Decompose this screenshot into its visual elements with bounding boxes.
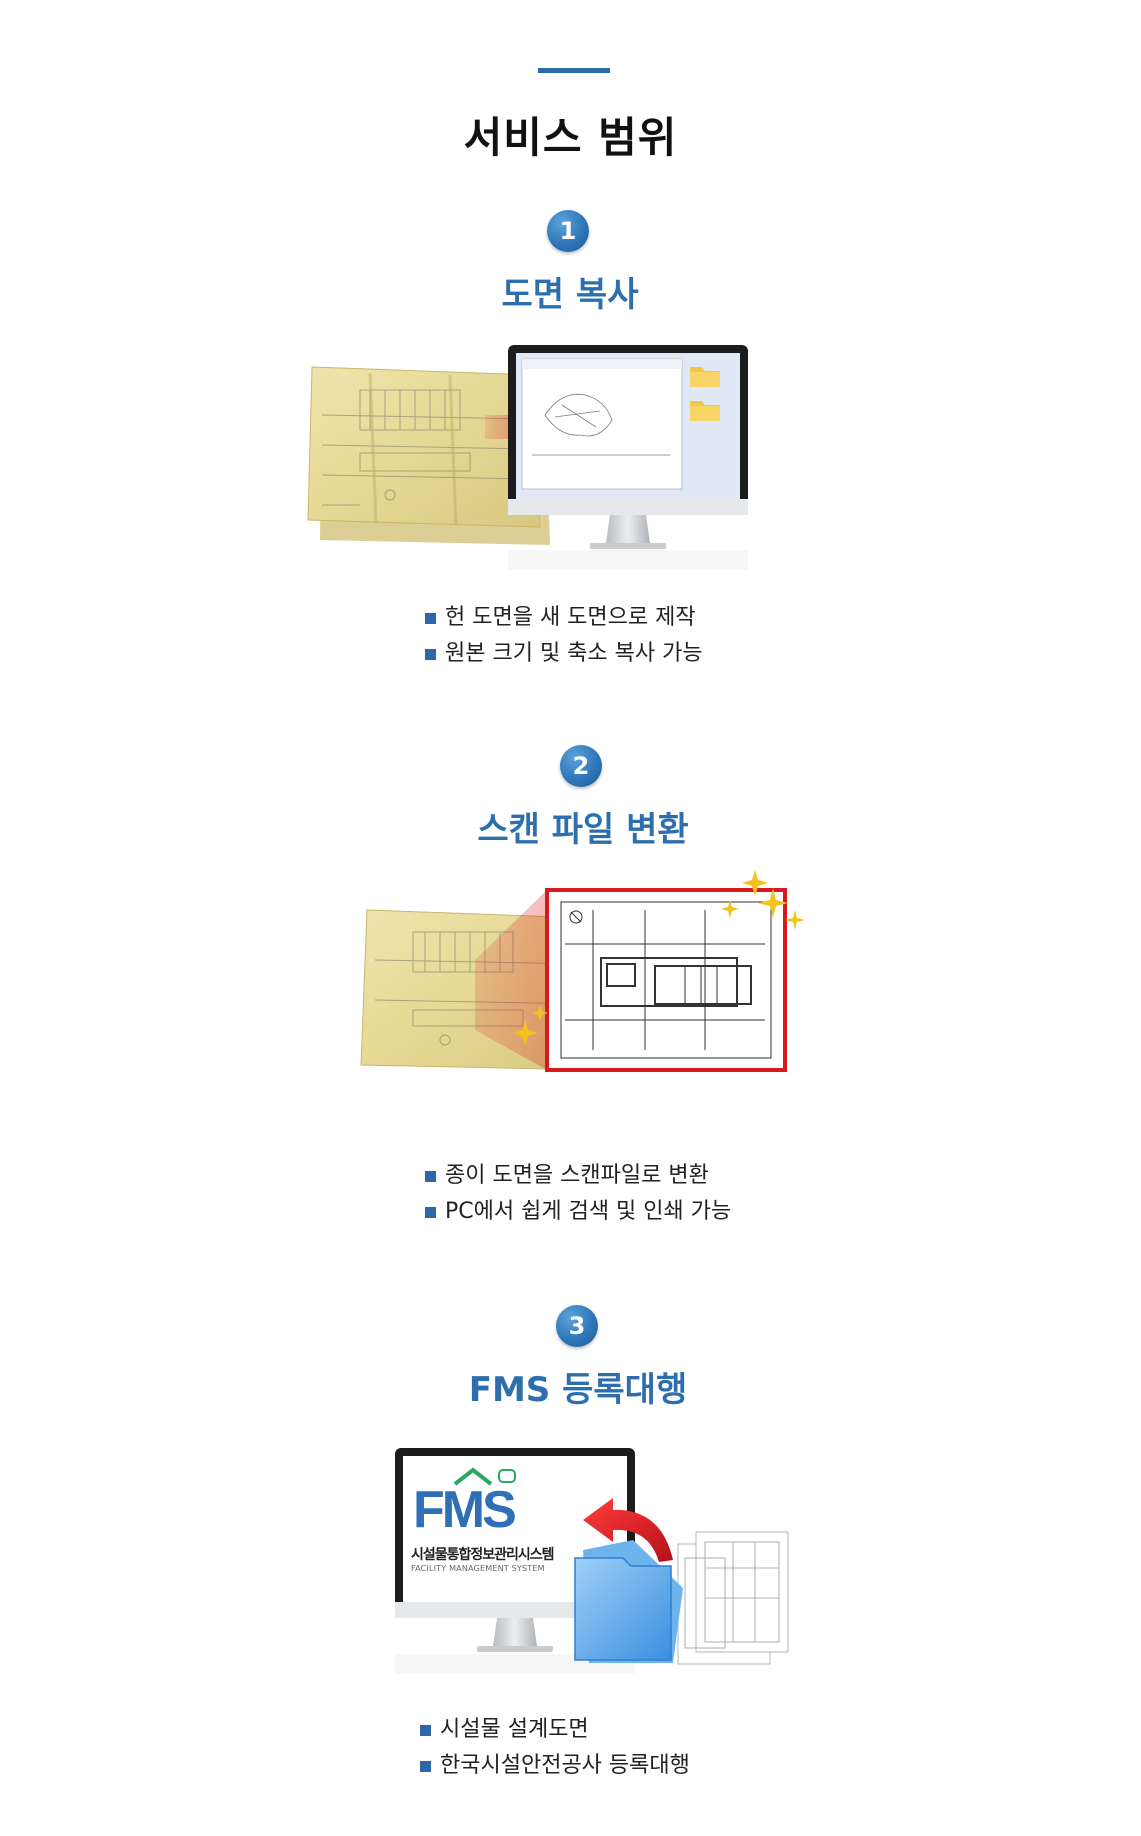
section-2-number-badge: 2 [560, 745, 602, 787]
page-title: 서비스 범위 [463, 113, 678, 162]
section-2-bullet-list: 종이 도면을 스캔파일로 변환 PC에서 쉽게 검색 및 인쇄 가능 [425, 1158, 731, 1230]
bullet-square-icon [425, 612, 436, 624]
section-1-illustration [300, 345, 850, 575]
section-2-illustration [355, 870, 815, 1130]
bullet-square-icon [425, 1206, 436, 1218]
list-item: 시설물 설계도면 [420, 1712, 690, 1748]
monitor-icon [508, 345, 748, 570]
section-3-title: FMS 등록대행 [468, 1370, 688, 1410]
bullet-square-icon [425, 1170, 436, 1182]
section-1-bullet-list: 헌 도면을 새 도면으로 제작 원본 크기 및 축소 복사 가능 [425, 600, 703, 672]
bullet-square-icon [420, 1724, 431, 1736]
curved-arrow-icon [583, 1498, 673, 1562]
section-3-illustration: FMS 시설물통합정보관리시스템 FACILITY MANAGEMENT SYS… [393, 1448, 803, 1678]
list-item: 한국시설안전공사 등록대행 [420, 1748, 690, 1784]
list-item: PC에서 쉽게 검색 및 인쇄 가능 [425, 1194, 731, 1230]
section-1-title: 도면 복사 [501, 275, 639, 315]
list-item: 헌 도면을 새 도면으로 제작 [425, 600, 703, 636]
bullet-square-icon [425, 648, 436, 660]
blue-folder-icon [574, 1540, 683, 1663]
sparkle-icon [512, 870, 805, 1046]
fms-logo-subtitle: FACILITY MANAGEMENT SYSTEM [411, 1564, 545, 1573]
section-3-number-badge: 3 [556, 1305, 598, 1347]
document-stack-icon [677, 1531, 789, 1665]
folder-icon [690, 367, 720, 387]
fms-logo-wordmark: FMS [413, 1481, 517, 1539]
section-1-number-badge: 1 [547, 210, 589, 252]
folder-icon [690, 401, 720, 421]
list-item: 종이 도면을 스캔파일로 변환 [425, 1158, 731, 1194]
fms-logo-roof-icon [453, 1467, 516, 1486]
section-3-bullet-list: 시설물 설계도면 한국시설안전공사 등록대행 [420, 1712, 690, 1784]
bullet-square-icon [420, 1760, 431, 1772]
fms-logo-name: 시설물통합정보관리시스템 [411, 1547, 555, 1563]
floor-plan-panel [545, 888, 787, 1072]
title-accent-bar [538, 68, 610, 73]
list-item: 원본 크기 및 축소 복사 가능 [425, 636, 703, 672]
section-2-title: 스캔 파일 변환 [477, 810, 689, 850]
